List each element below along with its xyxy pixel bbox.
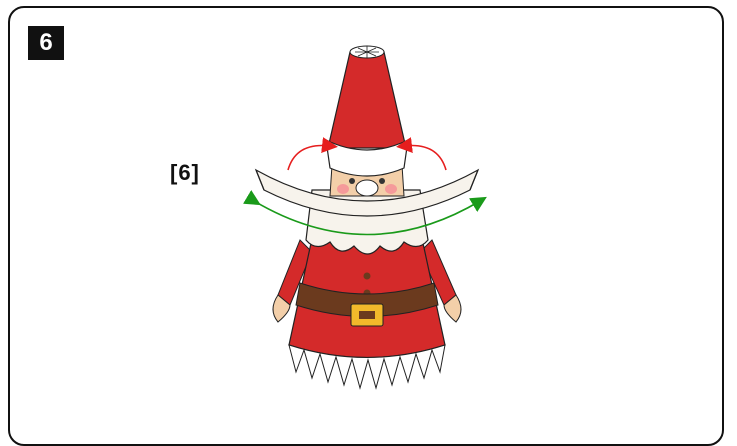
santa-illustration xyxy=(0,0,737,433)
fold-arrow-right xyxy=(404,146,446,171)
santa-hat xyxy=(326,46,408,176)
fold-arrow-left xyxy=(288,146,330,171)
